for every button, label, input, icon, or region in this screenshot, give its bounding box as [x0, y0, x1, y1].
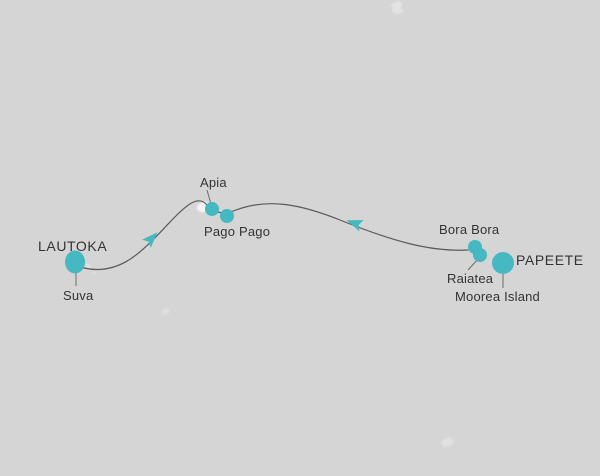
port-label-moorea-island[interactable]: Moorea Island	[455, 289, 540, 304]
port-marker-papeete[interactable]	[492, 252, 514, 274]
port-label-apia[interactable]: Apia	[200, 175, 227, 190]
port-label-bora-bora[interactable]: Bora Bora	[439, 222, 500, 237]
route-direction-arrows	[142, 220, 364, 248]
landmass-fiji-speck-b	[92, 271, 96, 275]
landmass-north	[390, 1, 404, 14]
direction-arrow-icon	[142, 232, 158, 248]
landmass-fiji-speck-a	[85, 264, 91, 268]
landmass-central	[441, 437, 454, 447]
port-marker-pago-pago[interactable]	[220, 209, 234, 223]
cruise-route-line	[83, 200, 469, 271]
port-label-lautoka[interactable]: LAUTOKA	[38, 238, 108, 254]
port-label-suva[interactable]: Suva	[63, 288, 94, 303]
port-label-papeete[interactable]: PAPEETE	[516, 252, 584, 268]
port-label-raiatea[interactable]: Raiatea	[447, 271, 494, 286]
port-label-pago-pago[interactable]: Pago Pago	[204, 224, 271, 239]
port-marker-lautoka[interactable]	[65, 250, 85, 274]
direction-arrow-icon	[346, 220, 364, 232]
leader-line-apia	[206, 189, 212, 205]
port-marker-raiatea[interactable]	[473, 248, 487, 262]
landmass-fiji-small	[162, 308, 170, 315]
port-markers	[65, 202, 514, 274]
port-marker-apia[interactable]	[205, 202, 219, 216]
